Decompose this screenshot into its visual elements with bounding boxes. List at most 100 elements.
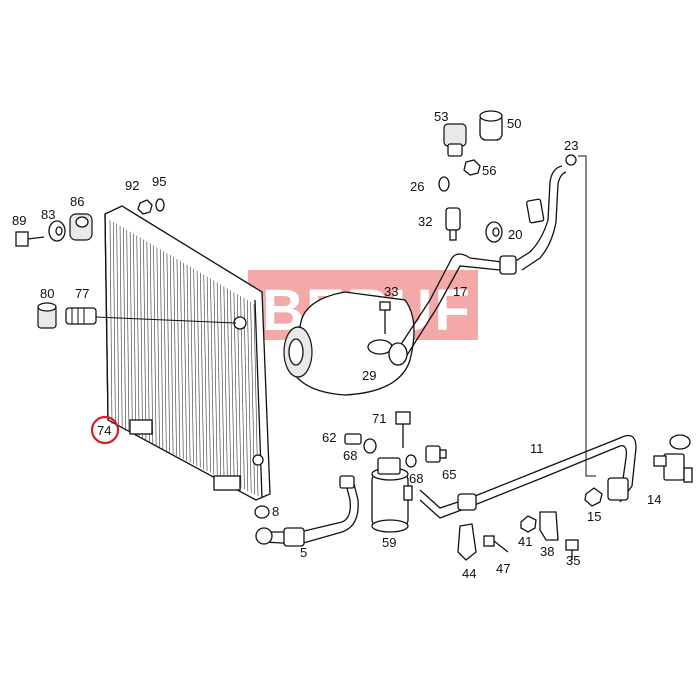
callout-26: 26 <box>410 179 424 194</box>
pressure-switch-32 <box>445 207 461 241</box>
condenser-fin-line <box>220 284 225 480</box>
callout-95: 95 <box>152 174 166 189</box>
callout-47: 47 <box>496 561 510 576</box>
callout-83: 83 <box>41 207 55 222</box>
callout-56: 56 <box>482 163 496 178</box>
callout-5: 5 <box>300 545 307 560</box>
condenser-fin-line <box>206 276 211 473</box>
bolt-35 <box>565 539 579 560</box>
nut-56 <box>463 159 481 176</box>
callout-11: 11 <box>530 441 544 456</box>
callout-14: 14 <box>647 492 661 507</box>
sensor-62 <box>344 433 362 445</box>
condenser-fin-line <box>149 243 154 445</box>
callout-89: 89 <box>12 213 26 228</box>
callout-32: 32 <box>418 214 432 229</box>
compressor <box>283 291 415 396</box>
hose-fitting <box>388 342 408 366</box>
condenser-fin-line <box>139 237 143 440</box>
condenser-fin-line <box>223 286 228 481</box>
callout-15: 15 <box>587 509 601 524</box>
callout-labels: 53 50 23 26 56 32 20 92 95 89 83 86 80 7… <box>12 109 661 581</box>
line-fitting <box>607 477 629 501</box>
condenser-fin-line <box>196 270 201 468</box>
bolt-33 <box>379 301 391 334</box>
condenser-fin-line <box>126 229 130 433</box>
condenser-fin-line <box>133 233 137 436</box>
valve-53 <box>443 123 467 157</box>
condenser-fin-line <box>190 266 194 465</box>
condenser-fin-line <box>200 272 204 470</box>
bracket-38 <box>539 511 559 541</box>
nut-92 <box>137 199 153 215</box>
hose-sleeve <box>526 198 545 224</box>
cap-50 <box>479 110 503 141</box>
nut-41 <box>520 515 537 533</box>
fitting-29 <box>367 339 393 355</box>
condenser-fin-line <box>193 268 198 466</box>
callout-8: 8 <box>272 504 279 519</box>
callout-33: 33 <box>384 284 398 299</box>
line-fitting <box>255 527 273 545</box>
line-clamp <box>457 493 477 511</box>
condenser-fin-line <box>216 282 221 478</box>
washer-23 <box>565 154 577 166</box>
condenser-fin-line <box>163 251 167 451</box>
condenser-fin-line <box>247 300 252 493</box>
callout-68-right: 68 <box>409 471 423 486</box>
bushing-86 <box>69 213 93 241</box>
leader-line <box>95 316 237 324</box>
condenser-fin-line <box>159 249 164 450</box>
condenser-fin-line <box>146 241 150 443</box>
condenser-fin-line <box>113 221 116 426</box>
condenser-fin-line <box>119 225 123 430</box>
condenser-fin-line <box>176 259 181 458</box>
callout-41: 41 <box>518 534 532 549</box>
callout-86: 86 <box>70 194 84 209</box>
reference-bracket <box>578 155 596 477</box>
callout-77: 77 <box>75 286 89 301</box>
condenser-mount-foot <box>213 475 241 491</box>
cap-80 <box>37 302 57 329</box>
callout-29: 29 <box>362 368 376 383</box>
condenser-fin-line <box>136 235 140 438</box>
callout-68-left: 68 <box>343 448 357 463</box>
condenser-fin-line <box>243 298 249 491</box>
line-clamp <box>283 527 305 547</box>
condenser-fin-line <box>129 231 133 435</box>
line-fitting <box>339 475 355 489</box>
condenser-fin-line <box>203 274 208 471</box>
line-5 <box>255 475 359 547</box>
condenser-fin-line <box>226 288 232 483</box>
receiver-drier-59 <box>371 457 413 533</box>
condenser-fin-line <box>156 247 160 448</box>
callout-74: 74 <box>97 423 111 438</box>
callout-17: 17 <box>453 284 467 299</box>
callout-44: 44 <box>462 566 476 581</box>
callout-65: 65 <box>442 467 456 482</box>
condenser-mount-foot <box>129 419 153 435</box>
condenser-fin-line <box>180 261 184 460</box>
valve-77 <box>65 307 97 325</box>
highlight-circle <box>90 415 120 445</box>
condenser-fin-line <box>213 280 218 476</box>
callout-59: 59 <box>382 535 396 550</box>
condenser-fin-line <box>210 278 215 475</box>
bolt-47 <box>483 535 509 553</box>
condenser-fin-line <box>116 223 120 428</box>
callout-80: 80 <box>40 286 54 301</box>
hose-clamp <box>499 255 517 275</box>
bracket-44 <box>457 523 477 561</box>
valve-14 <box>653 434 693 483</box>
hose-17 <box>388 165 567 366</box>
callout-35: 35 <box>566 553 580 568</box>
callout-20: 20 <box>508 227 522 242</box>
condenser <box>95 205 271 501</box>
condenser-fin-line <box>166 253 171 453</box>
condenser-fin-line <box>169 255 174 455</box>
line-11 <box>419 434 637 519</box>
nut-15 <box>584 487 603 507</box>
callout-50: 50 <box>507 116 521 131</box>
bolt-89 <box>15 231 45 247</box>
washer-95 <box>155 198 165 212</box>
